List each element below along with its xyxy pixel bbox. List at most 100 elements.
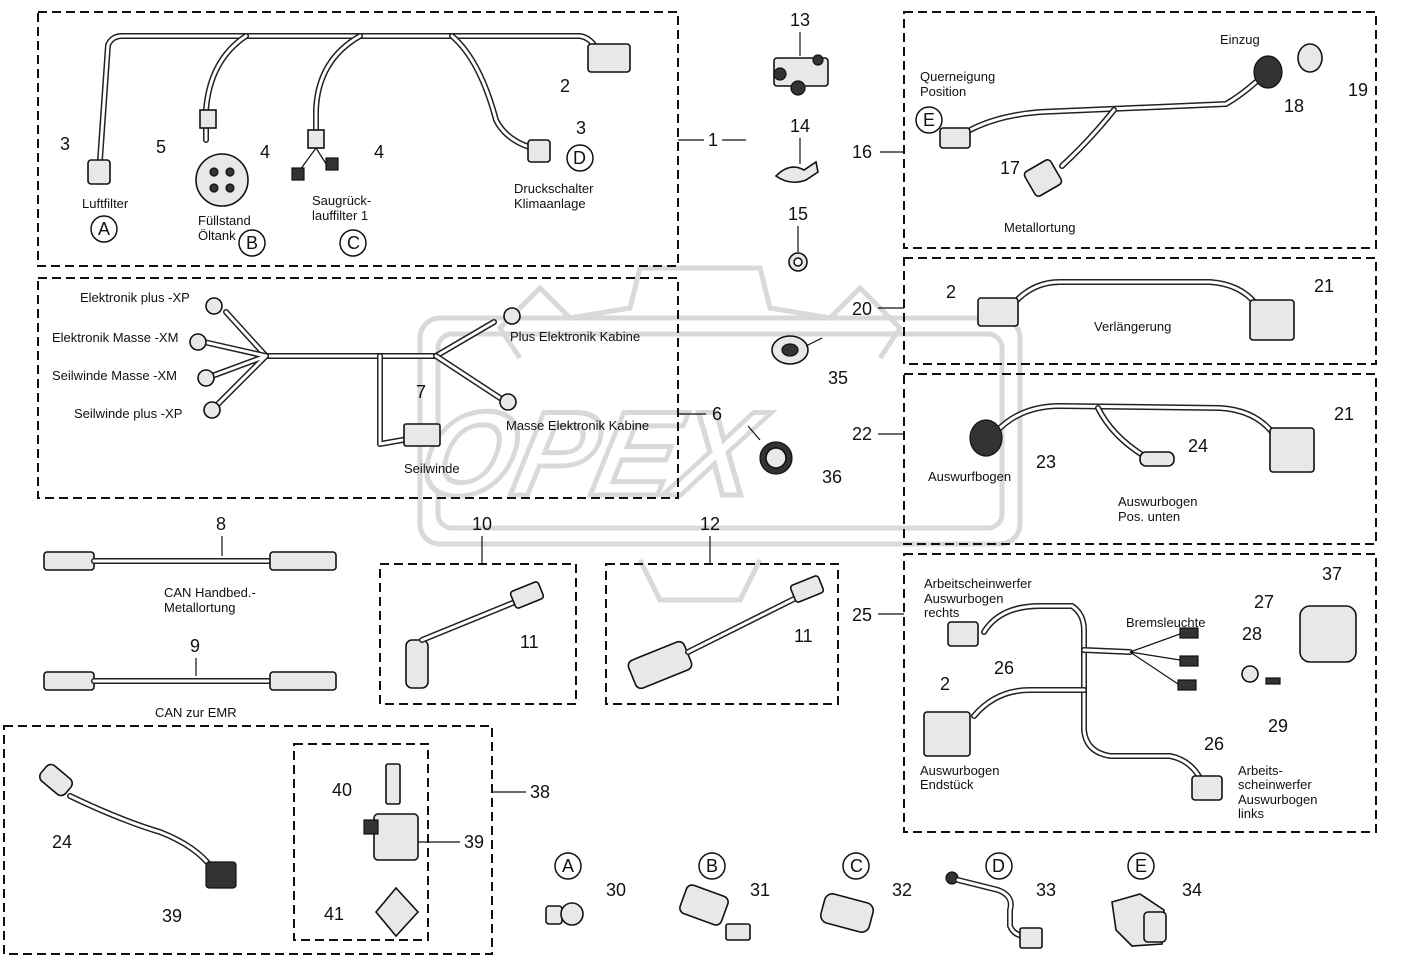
part-number-23: 23 (1036, 452, 1056, 472)
label-can-handbed: CAN Handbed.- (164, 585, 256, 600)
part-number-13: 13 (790, 10, 810, 30)
label-seilwinde: Seilwinde (404, 461, 460, 476)
part-number-30: 30 (606, 880, 626, 900)
flat-terminal (1179, 655, 1199, 667)
part-35-sensor (771, 335, 823, 365)
connector-24 (1139, 451, 1175, 467)
label-can-emr: CAN zur EMR (155, 705, 237, 720)
label-can-metallortung: Metallortung (164, 600, 236, 615)
ring-terminal (189, 333, 207, 351)
harness-6 (189, 297, 521, 447)
part-number-36: 36 (822, 467, 842, 487)
flat-terminal (1179, 627, 1199, 639)
group-box-22 (903, 373, 1377, 545)
connector-3-d (527, 139, 551, 163)
connector-26 (947, 621, 979, 647)
part-number-9: 9 (190, 636, 200, 656)
part-number-4: 4 (260, 142, 270, 162)
part-13-block (773, 54, 829, 96)
letter-circle-a (554, 852, 582, 880)
cable-10 (405, 581, 545, 689)
part-number-10: 10 (472, 514, 492, 534)
label-bremsleuchte: Bremsleuchte (1126, 615, 1205, 630)
label-seilwinde-masse: Seilwinde Masse -XM (52, 368, 177, 383)
part-number-5: 5 (156, 137, 166, 157)
coil-39 (373, 813, 419, 861)
label-fuellstand: Füllstand (198, 213, 251, 228)
letter-d: D (573, 148, 586, 168)
label-rechts: rechts (924, 605, 960, 620)
connector-26 (1191, 775, 1223, 801)
part-number-4: 4 (374, 142, 384, 162)
part-number-34: 34 (1182, 880, 1202, 900)
harness-1 (87, 33, 631, 207)
label-auswurbogen: Auswurbogen (1118, 494, 1198, 509)
part-number-12: 12 (700, 514, 720, 534)
valve-39-assembly (363, 763, 420, 938)
label-endstueck: Endstück (920, 777, 974, 792)
group-box-1 (37, 11, 679, 267)
group-box-10 (379, 563, 577, 705)
letter-a: A (562, 856, 574, 876)
label-auswurfbogen: Auswurfbogen (928, 469, 1011, 484)
bolt-40 (385, 763, 401, 805)
part-number-6: 6 (712, 404, 722, 424)
part-number-2: 2 (946, 282, 956, 302)
letter-circle-e (915, 106, 943, 134)
terminal-4-left (291, 167, 305, 181)
letter-c: C (850, 856, 863, 876)
letter-circle-b (238, 229, 266, 257)
ring-terminal (205, 297, 223, 315)
part-number-7: 7 (416, 382, 426, 402)
label-auswurbogen-end: Auswurbogen (920, 763, 1000, 778)
label-druckschalter: Druckschalter (514, 181, 594, 196)
label-metallortung: Metallortung (1004, 220, 1076, 235)
part-36-buzzer (747, 425, 793, 475)
harness-25 (923, 603, 1357, 801)
part-number-24: 24 (1188, 436, 1208, 456)
label-arbeits: Arbeits- (1238, 763, 1283, 778)
part-number-33: 33 (1036, 880, 1056, 900)
cable-8 (43, 551, 337, 571)
part-number-21: 21 (1334, 404, 1354, 424)
part-number-3: 3 (60, 134, 70, 154)
part-number-31: 31 (750, 880, 770, 900)
sensor-34 (1111, 893, 1167, 947)
harness-16 (939, 43, 1323, 197)
connector-2 (587, 43, 631, 73)
letter-circle-b (698, 852, 726, 880)
sleeve (307, 129, 325, 149)
part-19 (1297, 43, 1323, 73)
label-links: links (1238, 806, 1265, 821)
part-number-38: 38 (530, 782, 550, 802)
part-number-11: 11 (520, 632, 539, 652)
letter-circle-e (1127, 852, 1155, 880)
letter-circle-c (842, 852, 870, 880)
label-auswurbogen-re: Auswurbogen (924, 591, 1004, 606)
part-number-26: 26 (1204, 734, 1224, 754)
label-elektronik-plus: Elektronik plus -XP (80, 290, 190, 305)
part-number-22: 22 (852, 424, 872, 444)
ring-terminal (499, 393, 517, 411)
connector-2 (923, 711, 971, 757)
sleeve (199, 109, 217, 129)
label-saugrueck: Saugrück- (312, 193, 371, 208)
part-number-20: 20 (852, 299, 872, 319)
label-querneigung: Querneigung (920, 69, 995, 84)
part-number-27: 27 (1254, 592, 1274, 612)
letter-circle-d (566, 144, 594, 172)
group-box-38 (3, 725, 493, 955)
part-29 (1265, 677, 1281, 685)
flat-terminal (1177, 679, 1197, 691)
part-number-11: 11 (794, 626, 813, 646)
part-number-39: 39 (464, 832, 484, 852)
part-number-29: 29 (1268, 716, 1288, 736)
letter-e: E (923, 110, 935, 130)
connector-21 (1249, 299, 1295, 341)
sensor-30 (545, 902, 584, 926)
sensor-31 (679, 884, 751, 941)
ring-terminal (203, 401, 221, 419)
letter-circle-a (90, 215, 118, 243)
letter-circle-d (985, 852, 1013, 880)
label-verlaengerung: Verlängerung (1094, 319, 1171, 334)
